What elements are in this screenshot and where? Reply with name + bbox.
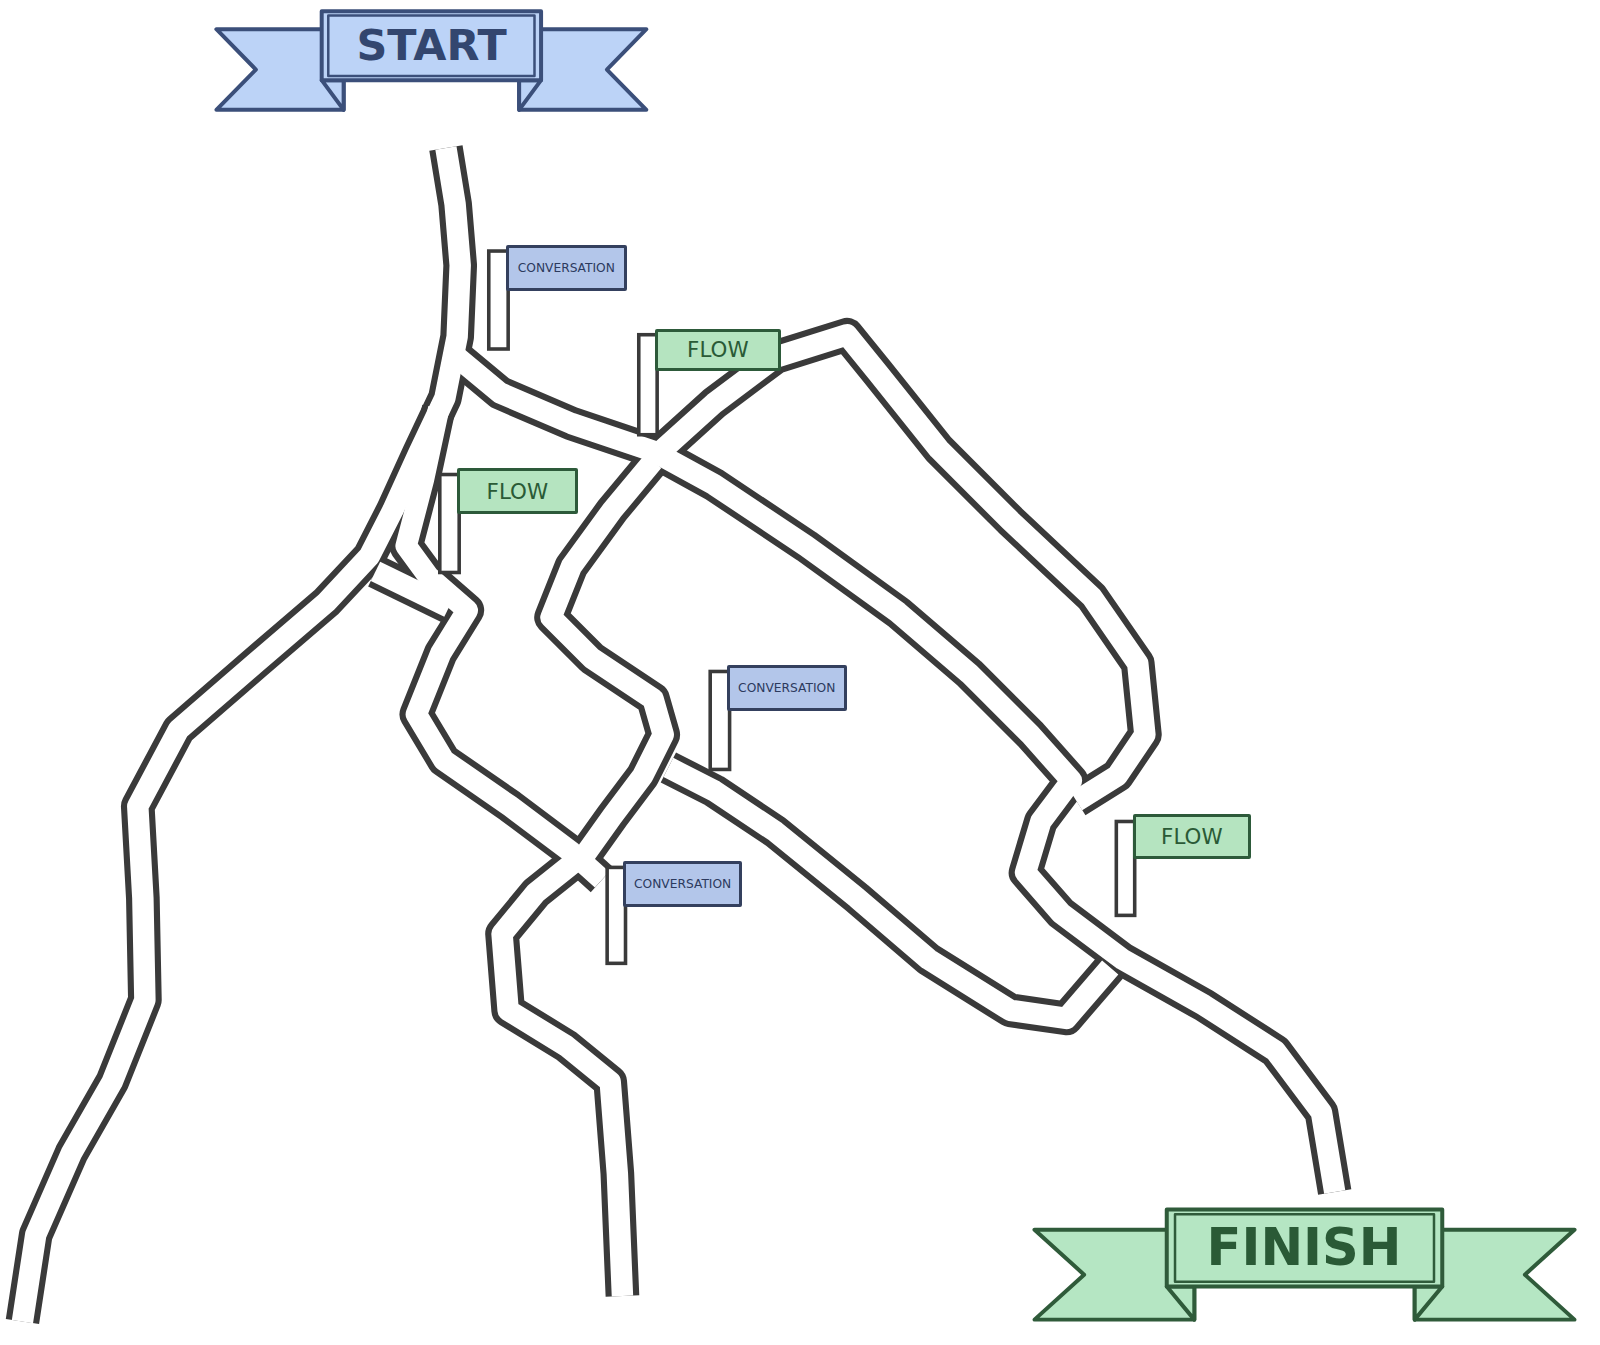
- start-banner: START: [212, 8, 651, 114]
- conversation-flag: CONVERSATION: [727, 665, 847, 711]
- conversation-flag: CONVERSATION: [623, 861, 741, 907]
- flag-label: CONVERSATION: [634, 878, 731, 890]
- flow-flag: FLOW: [457, 468, 577, 514]
- conversation-flag: CONVERSATION: [506, 245, 626, 291]
- banner-title: FINISH: [1207, 1222, 1402, 1273]
- flag-label: FLOW: [487, 481, 549, 502]
- banner-title: START: [357, 24, 507, 67]
- flag-label: CONVERSATION: [738, 682, 835, 694]
- flow-flag: FLOW: [1133, 814, 1251, 859]
- flag-poles: [440, 251, 1135, 963]
- flag-label: CONVERSATION: [518, 262, 615, 274]
- flow-flag: FLOW: [655, 329, 781, 372]
- flag-label: FLOW: [687, 339, 749, 360]
- finish-banner: FINISH: [1029, 1206, 1580, 1324]
- flag-label: FLOW: [1161, 826, 1223, 847]
